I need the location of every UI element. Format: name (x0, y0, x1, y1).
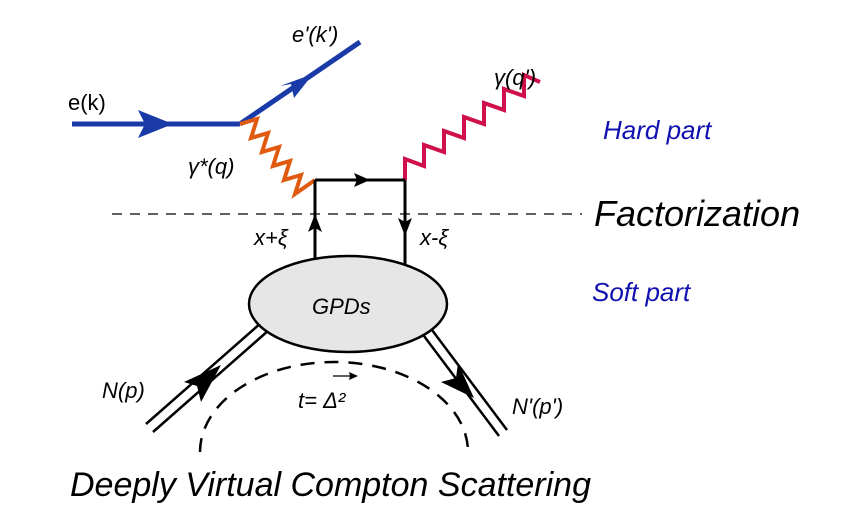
virtual-photon-line (239, 116, 317, 200)
electron-lines (72, 39, 362, 138)
incoming-electron-arrow (138, 110, 173, 138)
real-photon-label: γ(q') (494, 65, 536, 90)
quark-right-arrow (398, 218, 412, 236)
quark-left-arrow (308, 214, 322, 232)
incoming-nucleon-arrow (184, 365, 221, 402)
quark-top-arrow (354, 173, 370, 187)
momentum-transfer-label: t= Δ² (298, 388, 346, 413)
nucleon-out-label: N'(p') (512, 394, 563, 419)
outgoing-nucleon-arrow (441, 363, 474, 398)
outgoing-electron-arrow (280, 74, 313, 98)
real-photon-line (403, 71, 541, 180)
electron-in-label: e(k) (68, 90, 106, 115)
nucleon-in-label: N(p) (102, 378, 145, 403)
momentum-transfer-arc (198, 360, 470, 453)
virtual-photon-label: γ*(q) (188, 154, 234, 179)
quark-lines (308, 173, 412, 265)
electron-out-label: e'(k') (292, 22, 338, 47)
factorization-label: Factorization (594, 193, 800, 234)
hard-part-label: Hard part (603, 115, 713, 145)
soft-part-label: Soft part (592, 277, 692, 307)
quark-out-label: x-ξ (419, 225, 449, 250)
diagram-caption: Deeply Virtual Compton Scattering (70, 466, 591, 504)
outgoing-nucleon-line-a (431, 329, 508, 431)
momentum-transfer-arrowhead (349, 372, 358, 380)
nucleon-lines (145, 321, 508, 437)
quark-in-label: x+ξ (253, 225, 289, 250)
gpds-label: GPDs (312, 294, 371, 319)
gpds-blob (247, 254, 449, 354)
